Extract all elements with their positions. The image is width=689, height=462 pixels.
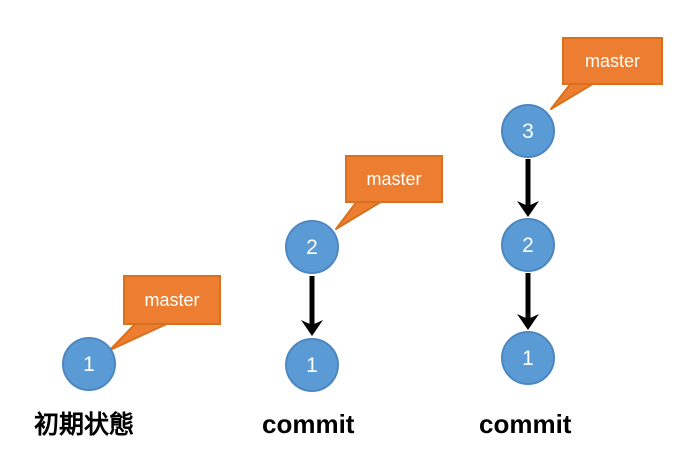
panel-caption-commit2: commit [262, 409, 355, 439]
arrow-stem-3-to-2 [525, 159, 531, 207]
commit-node-2: 2 [285, 220, 339, 274]
arrow-head-2-to-1 [301, 320, 323, 336]
commit-node-3: 3 [501, 104, 555, 158]
master-branch-label: master [366, 169, 422, 189]
callout-tail-commit2 [335, 199, 385, 230]
commit-node-1-initial: 1 [62, 337, 116, 391]
panel-caption-commit3: commit [479, 409, 572, 439]
master-branch-callout-commit3: master [562, 37, 663, 85]
master-branch-label: master [144, 290, 200, 310]
arrow-head-3-to-2 [517, 201, 539, 217]
master-branch-label: master [584, 51, 640, 71]
commit-node-number: 1 [83, 352, 95, 376]
commit-node-number: 3 [522, 119, 534, 143]
commit-node-number: 1 [522, 346, 534, 370]
commit-node-number: 1 [306, 353, 318, 377]
master-branch-callout-initial: master [123, 275, 221, 325]
commit-node-number: 2 [522, 233, 534, 257]
arrow-head-2-to-1b [517, 314, 539, 330]
panel-caption-initial: 初期状態 [34, 411, 135, 439]
commit-node-2b: 2 [501, 218, 555, 272]
commit-node-1b: 1 [501, 331, 555, 385]
callout-tail-initial [109, 321, 172, 351]
callout-tail-commit3 [550, 81, 597, 110]
arrow-stem-2-to-1 [309, 276, 315, 325]
master-branch-callout-commit2: master [345, 155, 443, 203]
arrow-stem-2-to-1b [525, 273, 531, 320]
commit-node-1: 1 [285, 338, 339, 392]
commit-node-number: 2 [306, 235, 318, 259]
